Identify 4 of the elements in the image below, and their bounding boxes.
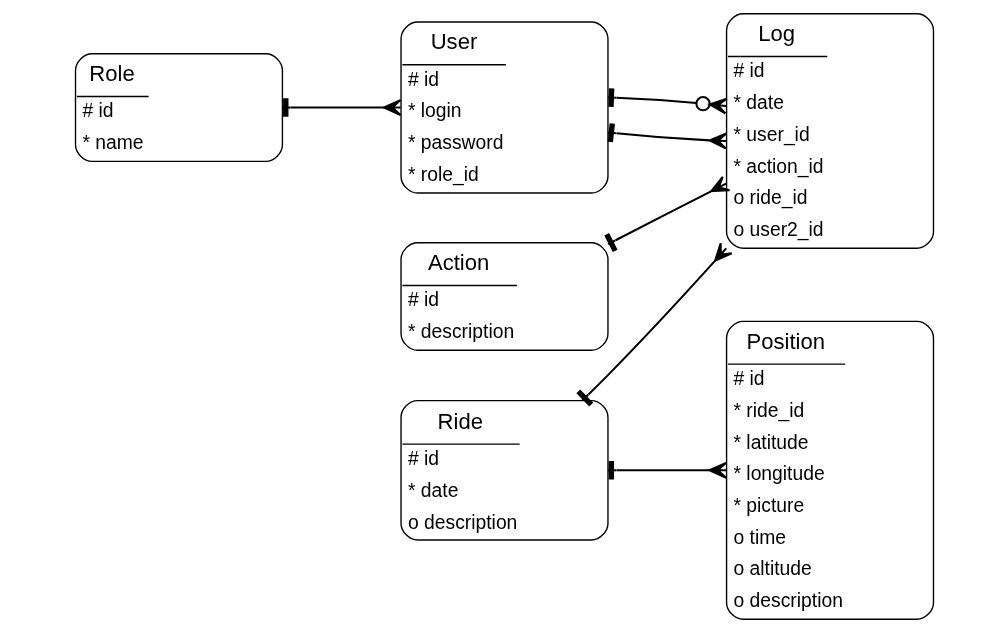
connector <box>575 242 733 407</box>
connector <box>603 175 730 253</box>
connector <box>607 123 727 150</box>
connector <box>607 88 728 115</box>
